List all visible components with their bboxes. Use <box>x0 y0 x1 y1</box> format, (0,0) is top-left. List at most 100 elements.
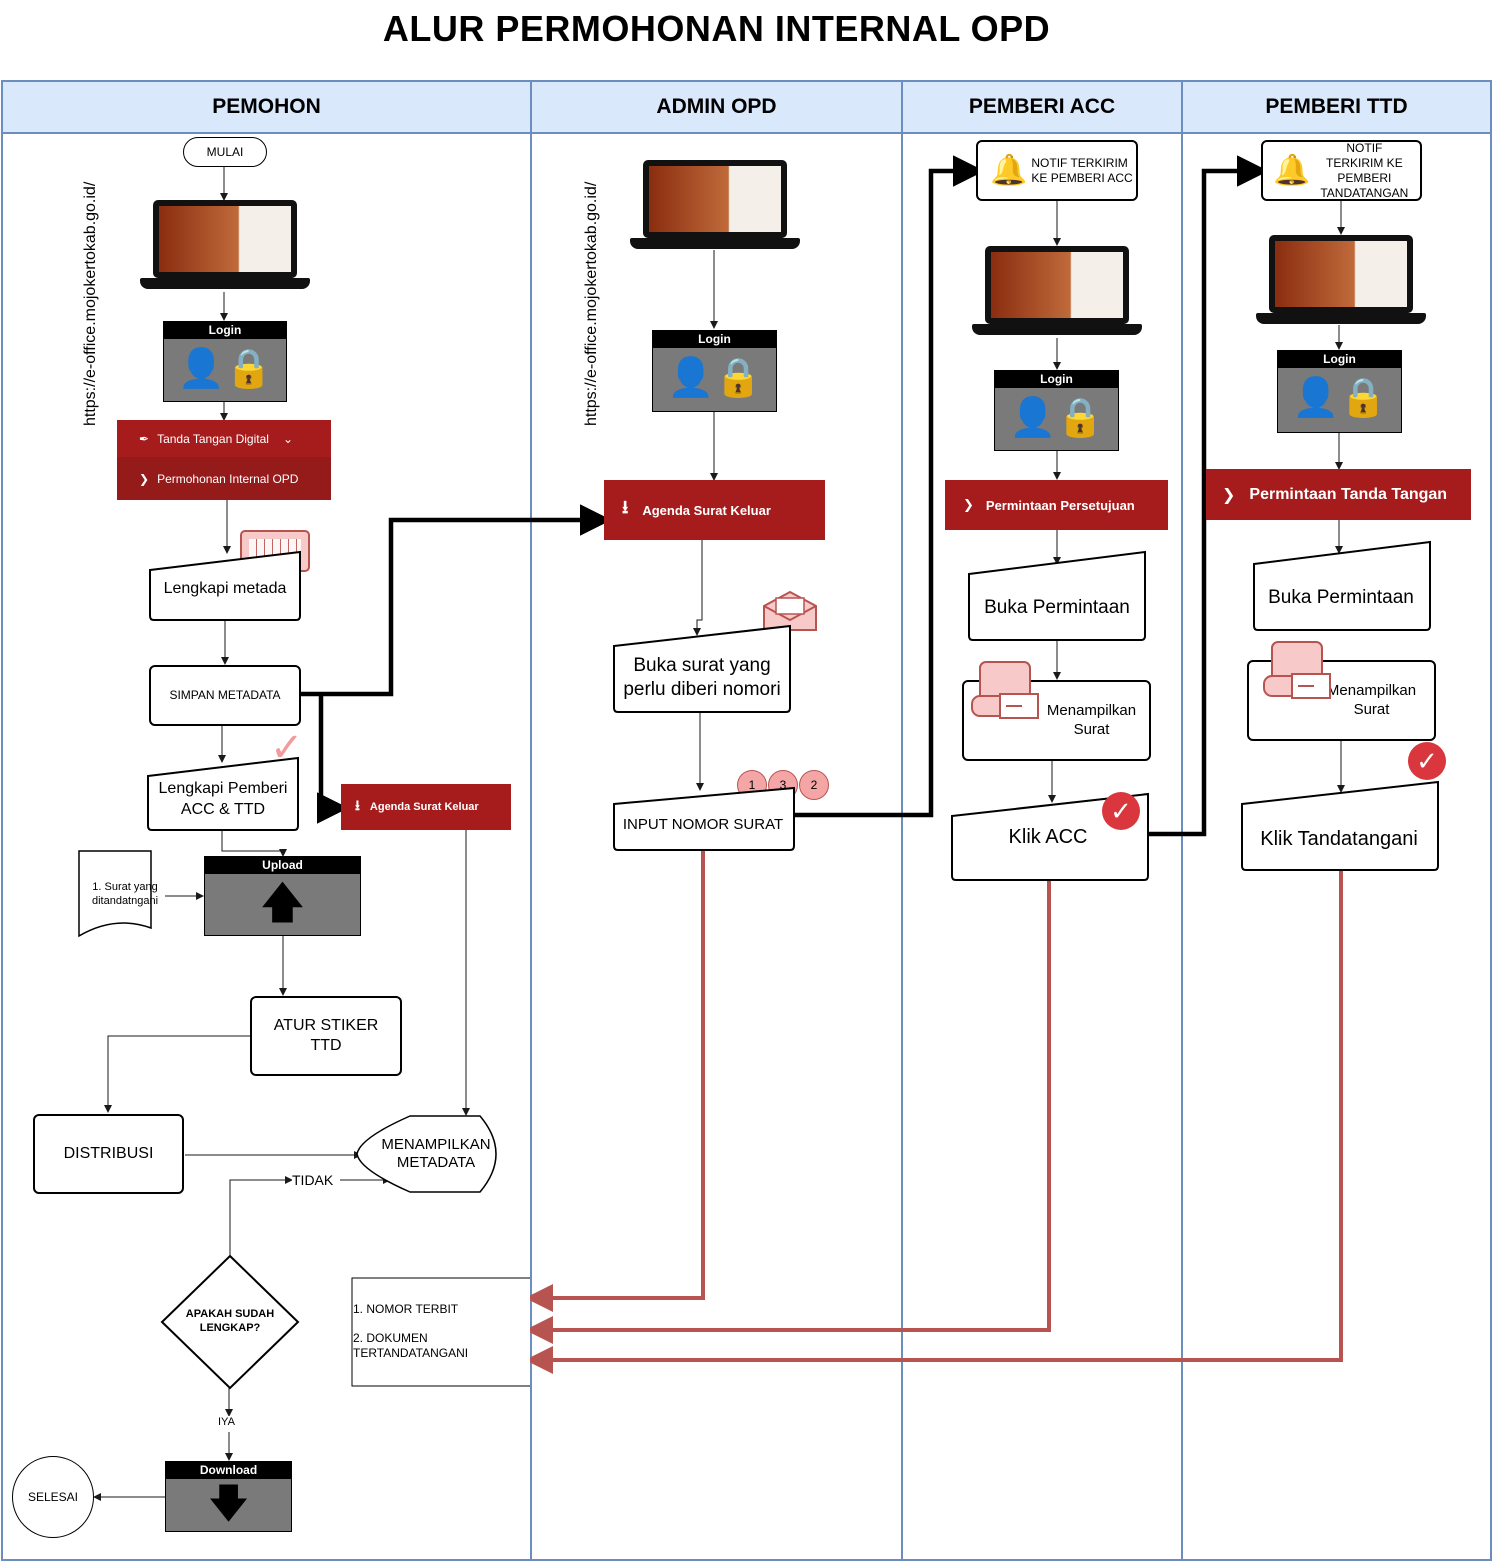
upload-icon: 🡅 <box>259 878 306 927</box>
bell-icon: 🔔 <box>1273 153 1311 187</box>
upload-box[interactable]: Upload 🡅 <box>204 856 361 936</box>
login-box-ttd[interactable]: Login 👤🔒 <box>1277 350 1402 433</box>
login-header: Login <box>995 371 1118 388</box>
tidak-label: TIDAK <box>292 1172 334 1188</box>
pen-icon: ✒ <box>139 431 150 446</box>
iya-label: IYA <box>218 1416 235 1428</box>
notif-ttd-box: 🔔 NOTIF TERKIRIM KE PEMBERI TANDATANGAN <box>1261 140 1422 201</box>
login-box-admin[interactable]: Login 👤🔒 <box>652 330 777 412</box>
arrow-tag-icon: ❯ <box>1222 486 1236 504</box>
notif-ttd-label: NOTIF TERKIRIM KE PEMBERI TANDATANGAN <box>1320 140 1409 200</box>
lengkapi-metada-shape <box>149 550 301 621</box>
screen-content <box>159 206 291 272</box>
notif-acc-box: 🔔 NOTIF TERKIRIM KE PEMBERI ACC <box>976 140 1138 201</box>
lengkapi-pemberi-shape <box>147 756 299 831</box>
laptop-screen <box>985 246 1129 324</box>
agenda-small-label: Agenda Surat Keluar <box>369 801 479 813</box>
lane-header-admin: ADMIN OPD <box>532 82 901 134</box>
login-header: Login <box>1278 351 1401 368</box>
result-line-1: 1. NOMOR TERBIT <box>353 1302 459 1316</box>
user-lock-icon: 👤🔒 <box>1292 377 1387 419</box>
selesai-terminator: SELESAI <box>12 1456 94 1538</box>
download-icon: 🡇 <box>207 1482 250 1526</box>
download-box[interactable]: Download 🡇 <box>165 1461 292 1532</box>
atur-stiker-ttd[interactable]: ATUR STIKER TTD <box>250 996 402 1076</box>
laptop-pemohon <box>140 200 310 292</box>
permintaan-persetujuan-label: Permintaan Persetujuan <box>985 497 1135 513</box>
lane-header-acc: PEMBERI ACC <box>903 82 1181 134</box>
login-box-acc[interactable]: Login 👤🔒 <box>994 370 1119 451</box>
permintaan-persetujuan-menu[interactable]: ❯ Permintaan Persetujuan <box>945 480 1168 530</box>
menu-permohonan-internal[interactable]: ❯ Permohonan Internal OPD <box>117 457 331 500</box>
menampilkan-surat-ttd-label: Menampilkan Surat <box>1326 681 1417 718</box>
user-lock-icon: 👤🔒 <box>667 357 762 399</box>
laptop-screen <box>153 200 297 278</box>
download-header: Download <box>166 1462 291 1479</box>
bell-icon: 🔔 <box>990 153 1028 187</box>
login-box-pemohon[interactable]: Login 👤🔒 <box>163 321 287 402</box>
notif-acc-label: NOTIF TERKIRIM KE PEMBERI ACC <box>1031 155 1133 185</box>
number-badge: 2 <box>799 770 829 800</box>
chevron-down-icon: ⌄ <box>282 431 293 446</box>
laptop-screen <box>643 160 787 238</box>
check-circle-icon: ✓ <box>1102 792 1140 830</box>
lane-header-ttd: PEMBERI TTD <box>1183 82 1490 134</box>
laptop-admin <box>630 160 800 252</box>
user-lock-icon: 👤🔒 <box>177 348 273 390</box>
input-nomor-shape <box>613 786 795 851</box>
menampilkan-surat-acc-label: Menampilkan Surat <box>1046 701 1137 738</box>
doc-note-label: 1. Surat yang ditandatngani <box>91 881 159 907</box>
simpan-metadata-button[interactable]: SIMPAN METADATA <box>149 665 301 726</box>
laptop-ttd <box>1256 235 1426 327</box>
klik-tandatangani-label: Klik Tandatangani <box>1260 828 1418 850</box>
selesai-label: SELESAI <box>27 1489 79 1504</box>
decision-label: APAKAH SUDAH LENGKAP? <box>185 1308 275 1334</box>
klik-tandatangani-shape <box>1241 780 1439 871</box>
laptop-screen <box>1269 235 1413 313</box>
scroll-letter-icon <box>1262 640 1332 700</box>
screen-content <box>1275 241 1407 307</box>
laptop-acc <box>972 246 1142 338</box>
buka-permintaan-ttd-label: Buka Permintaan <box>1268 587 1414 608</box>
lane-header-pemohon: PEMOHON <box>3 82 530 134</box>
input-nomor-label: INPUT NOMOR SURAT <box>622 816 784 833</box>
login-header: Login <box>164 322 286 339</box>
upload-header: Upload <box>205 857 360 874</box>
screen-content <box>649 166 781 232</box>
user-lock-icon: 👤🔒 <box>1009 397 1104 439</box>
start-label: MULAI <box>206 144 244 159</box>
result-line-2: 2. DOKUMEN TERTANDATANGANI <box>353 1331 469 1360</box>
agenda-label: Agenda Surat Keluar <box>642 502 771 518</box>
menampilkan-metadata-label: MENAMPILKAN METADATA <box>381 1136 491 1171</box>
menu-ttd-label: Tanda Tangan Digital <box>157 431 269 446</box>
document-shape <box>78 850 152 938</box>
buka-surat-label: Buka surat yang perlu diberi nomori <box>623 655 781 700</box>
atur-stiker-label: ATUR STIKER TTD <box>273 1017 379 1054</box>
permintaan-tanda-tangan-menu[interactable]: ❯ Permintaan Tanda Tangan <box>1206 469 1471 520</box>
menu-internal-label: Permohonan Internal OPD <box>157 471 299 486</box>
upload-tray-icon: ⭳ <box>622 497 629 517</box>
agenda-surat-keluar-menu[interactable]: ⭳ Agenda Surat Keluar <box>604 480 825 540</box>
buka-permintaan-acc-label: Buka Permintaan <box>984 597 1130 618</box>
check-circle-icon: ✓ <box>1408 742 1446 780</box>
display-shape <box>356 1115 497 1193</box>
lengkapi-metada-label: Lengkapi metada <box>163 580 287 597</box>
buka-surat-shape <box>613 624 791 713</box>
scroll-letter-icon <box>970 660 1040 720</box>
distribusi-button[interactable]: DISTRIBUSI <box>33 1114 184 1194</box>
agenda-surat-keluar-small[interactable]: ⭳ Agenda Surat Keluar <box>341 784 511 830</box>
laptop-base <box>972 324 1142 335</box>
buka-permintaan-ttd-shape <box>1253 540 1431 631</box>
laptop-base <box>140 278 310 289</box>
url-label-pemohon: https://e-office.mojokertokab.go.id/ <box>82 181 99 426</box>
laptop-base <box>1256 313 1426 324</box>
login-header: Login <box>653 331 776 348</box>
permintaan-ttd-label: Permintaan Tanda Tangan <box>1249 485 1448 503</box>
lane-pemberi-ttd: PEMBERI TTD <box>1181 80 1492 1561</box>
laptop-base <box>630 238 800 249</box>
decision-diamond <box>160 1254 300 1390</box>
buka-permintaan-acc-shape <box>968 550 1146 641</box>
upload-tray-icon: ⭳ <box>355 797 360 813</box>
menu-tanda-tangan-digital[interactable]: ✒ Tanda Tangan Digital ⌄ <box>117 420 331 457</box>
